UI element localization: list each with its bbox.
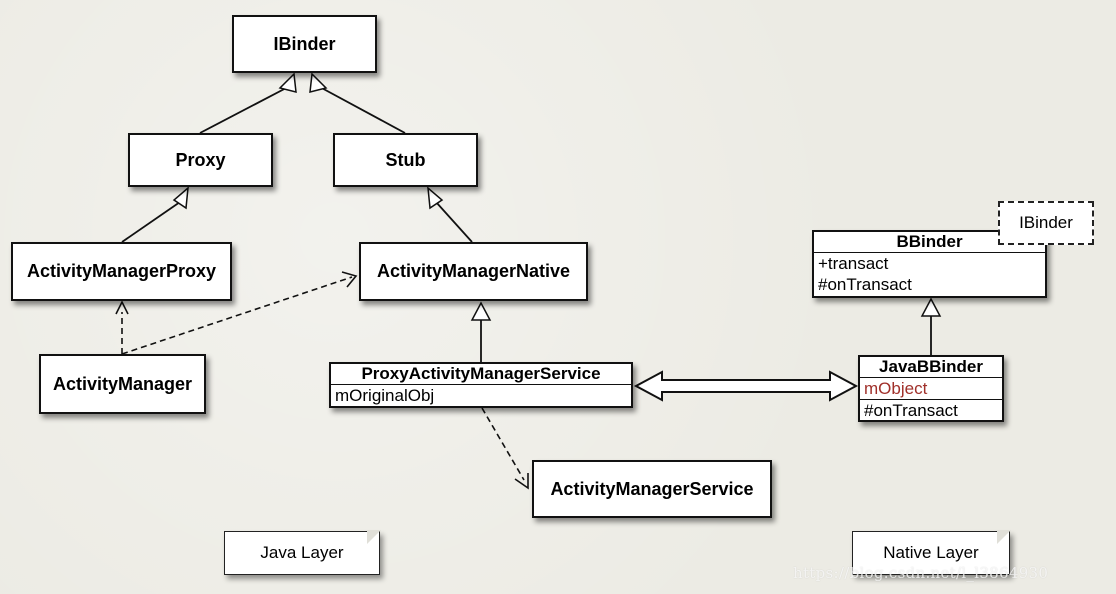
note-fold (997, 530, 1011, 544)
class-java-bbinder: JavaBBinder mObject #onTransact (858, 355, 1004, 422)
class-activity-manager-proxy: ActivityManagerProxy (11, 242, 232, 301)
field-row: mOriginalObj (335, 386, 435, 405)
method-row: #onTransact (818, 275, 912, 294)
dependency-arrowhead-proxy-ams (514, 473, 529, 490)
note-text: Java Layer (260, 543, 344, 562)
dependency-line-am-amnative (121, 276, 353, 355)
class-name: JavaBBinder (860, 357, 1002, 378)
class-proxy-activity-manager-service: ProxyActivityManagerService mOriginalObj (329, 362, 633, 408)
inherit-arrowhead-javabbinder (920, 297, 942, 317)
class-name: ProxyActivityManagerService (331, 364, 631, 385)
class-activity-manager-service: ActivityManagerService (532, 460, 772, 518)
class-proxy: Proxy (128, 133, 273, 187)
class-activity-manager: ActivityManager (39, 354, 206, 414)
template-parameter-ibinder: IBinder (998, 201, 1094, 245)
method-row: +transact (818, 254, 889, 273)
dependency-line-proxy-ams (481, 407, 525, 481)
inherit-line-stub (317, 85, 406, 134)
dependency-arrowhead-am-amnative (341, 271, 358, 288)
bidirectional-arrow (633, 370, 859, 402)
inherit-arrowhead-stub (309, 72, 328, 93)
inherit-line-proxy (199, 85, 291, 134)
inherit-arrowhead-amnative (427, 186, 444, 210)
inherit-arrowhead-proxy-ams (470, 301, 492, 321)
field-row-mobject: mObject (864, 379, 928, 398)
inherit-line-amnative (435, 201, 473, 243)
method-row: #onTransact (860, 399, 1002, 421)
class-ibinder: IBinder (232, 15, 377, 73)
inherit-arrowhead-amproxy (172, 186, 189, 210)
dependency-arrowhead-am-amproxy (115, 300, 129, 315)
note-text: Native Layer (883, 543, 979, 562)
class-stub: Stub (333, 133, 478, 187)
note-fold (367, 530, 381, 544)
class-activity-manager-native: ActivityManagerNative (359, 242, 588, 301)
note-native-layer: Native Layer (852, 530, 1011, 575)
note-java-layer: Java Layer (224, 530, 381, 575)
watermark: https://blog.csdn.net/l_l3864930 (793, 564, 1049, 582)
inherit-arrowhead-proxy (278, 72, 297, 93)
class-name: BBinder (814, 232, 1045, 253)
inherit-line-amproxy (121, 201, 181, 243)
